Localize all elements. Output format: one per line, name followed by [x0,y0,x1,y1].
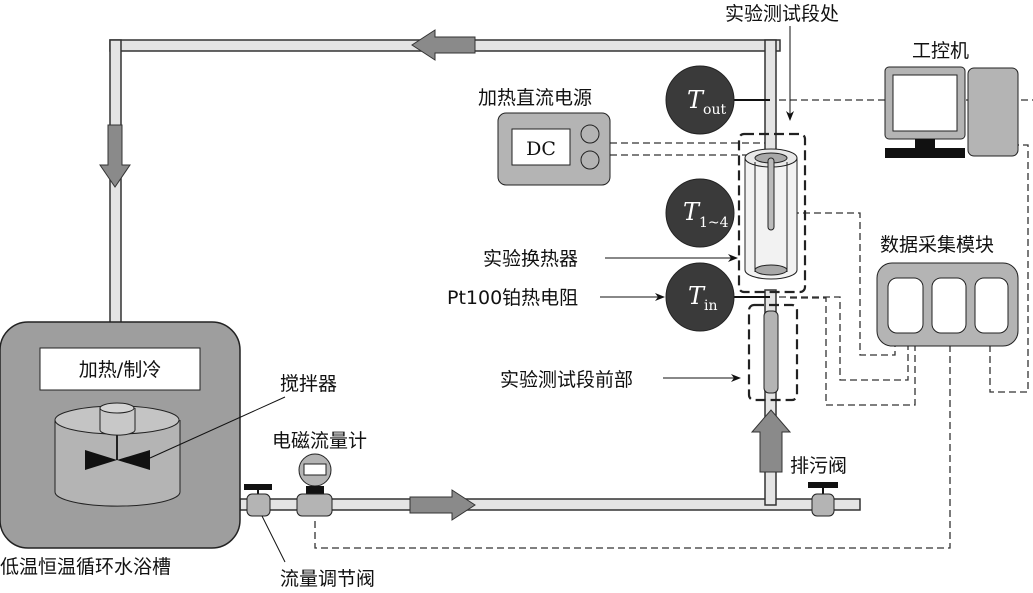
heat-cool-label: 加热/制冷 [79,359,161,381]
dc-screen-text: DC [526,138,556,160]
heat-exchanger [744,148,798,280]
drain-valve-label: 排污阀 [790,455,847,477]
pre-section-box [747,303,799,402]
daq-module [876,262,1019,347]
sensor-t-1-4: T1~4 [665,178,735,248]
daq-label: 数据采集模块 [880,234,994,256]
signal-wires [314,99,1033,549]
flow-arrow-right-icon [409,489,476,521]
stirrer-label: 搅拌器 [280,373,337,395]
pre-section-label: 实验测试段前部 [500,369,633,391]
water-bath: 加热/制冷 [0,321,241,549]
sensor-t-out: Tout [665,65,770,135]
flowmeter-label: 电磁流量计 [272,430,367,452]
computer-label: 工控机 [912,40,969,62]
flow-valve-label: 流量调节阀 [280,568,375,590]
flow-arrow-left-icon [411,29,476,61]
pre-section-tube [763,310,779,394]
svg-text:Tin: Tin [688,282,718,314]
stirrer-leader [149,396,286,459]
dc-power-supply: DC [497,112,611,186]
test-section-label: 实验测试段处 [725,3,839,25]
electromagnetic-flowmeter [296,453,333,517]
test-section-box [737,132,807,294]
pt100-label: Pt100铂热电阻 [447,287,578,309]
heat-cool-box [39,347,201,391]
sensor-t-in: Tin [665,262,770,332]
stirrer-icon [85,450,150,470]
svg-text:Tout: Tout [687,86,726,118]
svg-text:T1~4: T1~4 [683,198,729,231]
flow-arrow-up-icon [750,409,792,473]
computer-icon [884,66,1019,158]
heat-exchanger-label: 实验换热器 [483,248,578,270]
drain-valve [808,482,838,517]
flow-regulating-valve [244,484,272,517]
flow-arrow-down-icon [99,124,131,188]
dc-power-label: 加热直流电源 [478,87,592,109]
valve-leader [261,515,286,563]
bath-label: 低温恒温循环水浴槽 [0,556,171,578]
